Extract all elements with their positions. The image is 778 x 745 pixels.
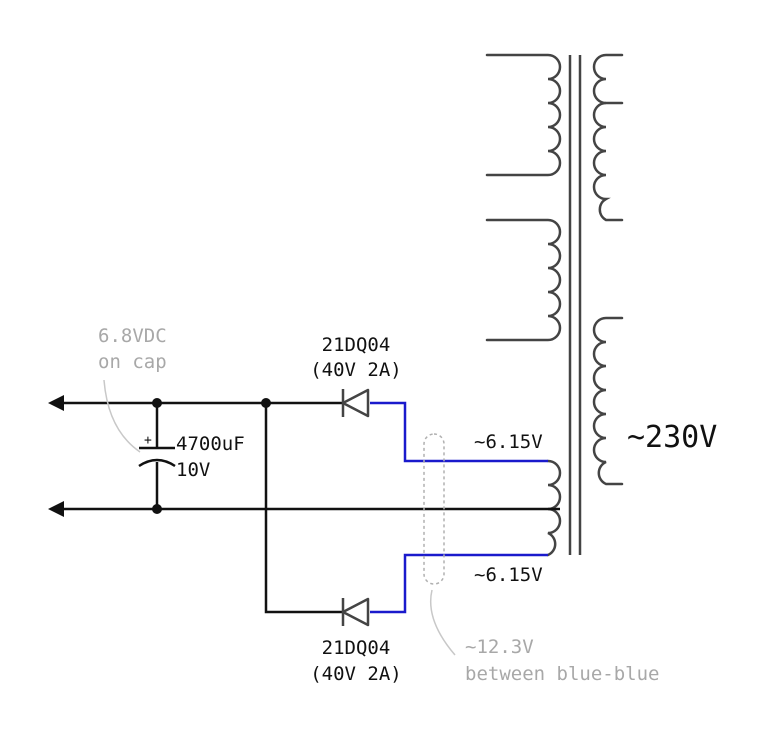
diode-top-part: 21DQ04 xyxy=(322,334,391,356)
secondary-winding-b xyxy=(485,218,562,342)
blue-wires xyxy=(370,401,548,614)
capacitor-value: 4700uF xyxy=(176,433,245,455)
between-note-line1: ~12.3V xyxy=(465,636,534,658)
transformer-core xyxy=(568,55,582,555)
blue-wire-top xyxy=(370,401,548,463)
capacitor-symbol xyxy=(138,446,176,468)
cap-note-leader xyxy=(103,379,141,453)
secondary-bottom-voltage: ~6.15V xyxy=(474,564,543,586)
primary-winding-upper xyxy=(592,53,624,222)
diode-top-rating: (40V 2A) xyxy=(310,359,402,381)
primary-voltage: ~230V xyxy=(627,420,717,455)
secondary-top-voltage: ~6.15V xyxy=(474,431,543,453)
capacitor-voltage: 10V xyxy=(176,459,210,481)
diode-bottom xyxy=(341,597,370,627)
cap-note-line2: on cap xyxy=(98,351,167,373)
positive-output-arrow xyxy=(48,395,64,411)
diode-bottom-part: 21DQ04 xyxy=(322,637,391,659)
diode-bottom-rating: (40V 2A) xyxy=(310,663,402,685)
black-wires xyxy=(62,401,560,614)
capacitor-polarity: + xyxy=(144,433,152,448)
measurement-leader xyxy=(429,589,456,656)
between-note-line2: between blue-blue xyxy=(465,663,659,685)
measurement-ellipse xyxy=(423,433,445,585)
ground-output-arrow xyxy=(48,501,64,517)
secondary-winding-a xyxy=(485,53,562,177)
primary-winding-230v xyxy=(592,316,624,486)
blue-wire-bottom xyxy=(370,553,548,614)
diode-top xyxy=(341,388,370,418)
output-arrows xyxy=(48,395,64,517)
cap-note-line1: 6.8VDC xyxy=(98,325,167,347)
diode-tie-wire xyxy=(264,403,343,614)
junction-dots xyxy=(152,398,271,514)
